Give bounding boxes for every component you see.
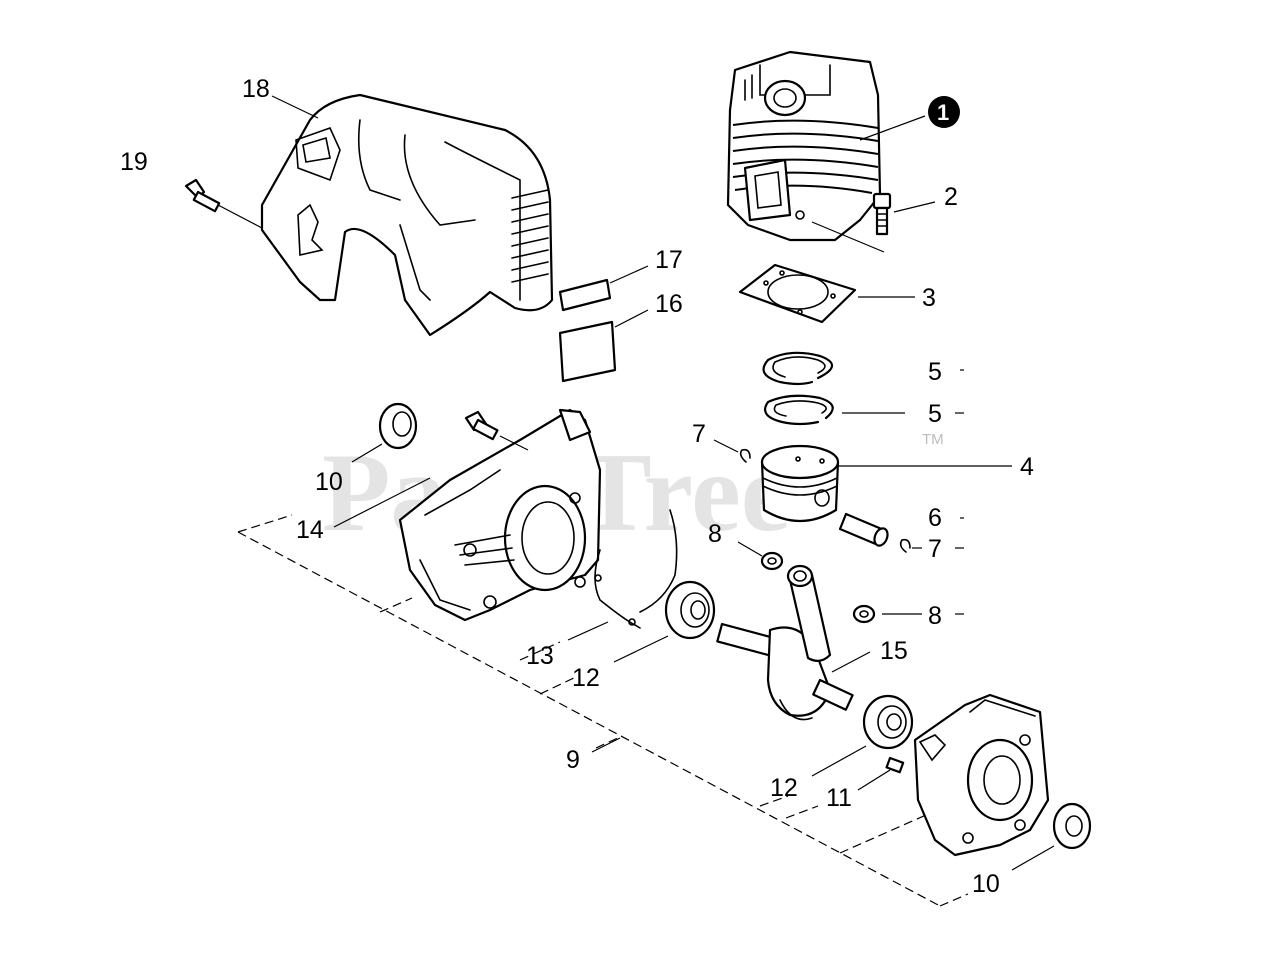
leader-15 xyxy=(831,651,871,673)
piston-ring-5-lower[interactable] xyxy=(764,394,834,426)
callout-12-right: 12 xyxy=(770,774,798,802)
gasket-13[interactable] xyxy=(594,509,678,629)
bolt-2[interactable] xyxy=(872,192,892,236)
callout-7-left: 7 xyxy=(692,420,706,448)
callout-9: 9 xyxy=(566,746,580,774)
shroud-fins xyxy=(511,189,549,283)
leader-17 xyxy=(609,265,649,284)
piston-ring-5-upper[interactable] xyxy=(762,351,834,386)
callout-19: 19 xyxy=(120,148,148,176)
callout-15: 15 xyxy=(880,637,908,665)
leader-16 xyxy=(614,309,649,328)
leader-14 xyxy=(333,477,431,528)
washer-8-right[interactable] xyxy=(852,604,876,624)
assembly-bracket-9 xyxy=(237,514,969,907)
callout-1-badge: 1 xyxy=(928,96,960,128)
leader-7-left xyxy=(713,439,739,453)
callout-8-left: 8 xyxy=(708,520,722,548)
screw-19[interactable] xyxy=(184,178,221,213)
callout-14: 14 xyxy=(296,516,324,544)
gasket-16[interactable] xyxy=(558,320,617,383)
callout-10-left: 10 xyxy=(315,468,343,496)
callout-5-upper: 5 xyxy=(928,358,942,386)
leader-10-left xyxy=(351,443,383,463)
callout-10-right: 10 xyxy=(972,870,1000,898)
leader-13 xyxy=(567,621,609,641)
callout-3: 3 xyxy=(922,284,936,312)
shroud-18[interactable] xyxy=(260,93,554,337)
dowel-pin-11[interactable] xyxy=(885,756,905,774)
bearing-12-right[interactable] xyxy=(862,694,914,750)
leader-11 xyxy=(857,769,891,791)
callout-12-left: 12 xyxy=(572,664,600,692)
leader-9 xyxy=(591,737,621,753)
callout-11: 11 xyxy=(826,784,852,812)
leader-1 xyxy=(859,115,926,141)
crankshaft-15[interactable] xyxy=(716,564,854,721)
crankcase-9-right[interactable] xyxy=(913,693,1050,857)
callout-5-lower: 5 xyxy=(928,400,942,428)
bearing-12-left[interactable] xyxy=(664,580,716,640)
callout-16: 16 xyxy=(655,290,683,318)
callout-18: 18 xyxy=(242,75,270,103)
leader-19 xyxy=(217,204,263,229)
callout-4: 4 xyxy=(1020,453,1034,481)
callout-6: 6 xyxy=(928,504,942,532)
callout-8-right: 8 xyxy=(928,602,942,630)
circlip-7-right[interactable] xyxy=(899,538,911,553)
callout-1: 1 xyxy=(937,100,949,125)
leader-14-a xyxy=(499,435,529,451)
gasket-17[interactable] xyxy=(558,278,612,312)
leader-12-left xyxy=(613,635,669,663)
callout-7-right: 7 xyxy=(928,535,942,563)
oil-seal-10-left[interactable] xyxy=(378,402,418,450)
leader-2b xyxy=(811,221,885,253)
cylinder-1[interactable] xyxy=(726,50,882,242)
leader-18 xyxy=(271,95,319,119)
piston-pin-6[interactable] xyxy=(838,512,890,548)
leader-2 xyxy=(893,201,936,213)
leader-8-left xyxy=(737,541,763,557)
washer-8-left[interactable] xyxy=(760,551,784,571)
bolt-14[interactable] xyxy=(464,410,499,441)
leader-10-right xyxy=(1011,845,1055,871)
circlip-7-left[interactable] xyxy=(739,448,751,463)
gasket-3[interactable] xyxy=(738,263,857,324)
watermark-trademark: TM xyxy=(922,431,944,448)
callout-17: 17 xyxy=(655,246,683,274)
crankcase-9-left[interactable] xyxy=(398,408,602,622)
leader-12-right xyxy=(811,745,867,777)
oil-seal-10-right[interactable] xyxy=(1052,802,1092,850)
piston-4[interactable] xyxy=(760,444,840,522)
callout-2: 2 xyxy=(944,183,958,211)
